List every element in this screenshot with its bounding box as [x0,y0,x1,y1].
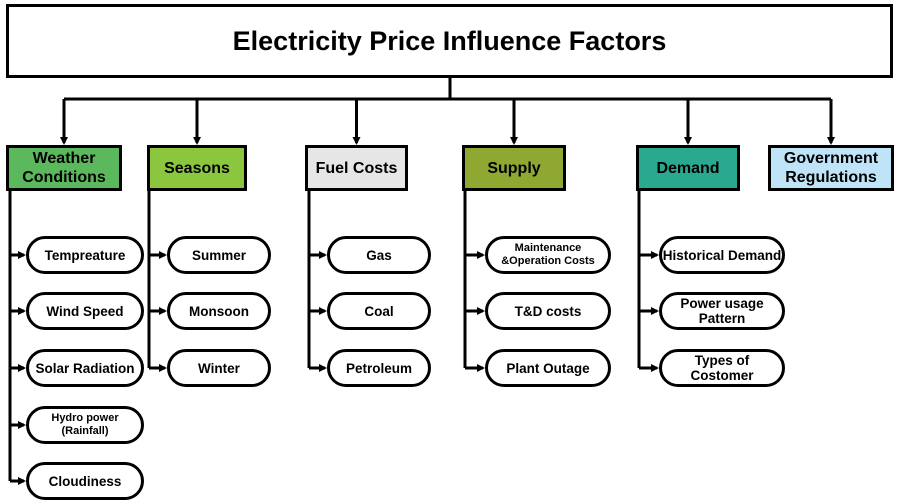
category-weather: Weather Conditions [6,145,122,191]
factor-seasons-3: Winter [167,349,271,387]
factor-weather-3: Solar Radiation [26,349,144,387]
factor-supply-1: Maintenance &Operation Costs [485,236,611,274]
factor-weather-5: Cloudiness [26,462,144,500]
factor-demand-2: Power usage Pattern [659,292,785,330]
factor-seasons-1: Summer [167,236,271,274]
category-seasons: Seasons [147,145,247,191]
factor-seasons-2: Monsoon [167,292,271,330]
factor-fuel-1: Gas [327,236,431,274]
category-supply: Supply [462,145,566,191]
diagram-title: Electricity Price Influence Factors [6,4,893,78]
factor-fuel-2: Coal [327,292,431,330]
factor-weather-1: Tempreature [26,236,144,274]
category-demand: Demand [636,145,740,191]
connector-lines [8,78,835,485]
factor-fuel-3: Petroleum [327,349,431,387]
category-fuel: Fuel Costs [305,145,408,191]
factor-supply-3: Plant Outage [485,349,611,387]
factor-demand-1: Historical Demand [659,236,785,274]
factor-weather-4: Hydro power (Rainfall) [26,406,144,444]
category-government: Government Regulations [768,145,894,191]
factor-demand-3: Types of Costomer [659,349,785,387]
factor-supply-2: T&D costs [485,292,611,330]
factor-weather-2: Wind Speed [26,292,144,330]
